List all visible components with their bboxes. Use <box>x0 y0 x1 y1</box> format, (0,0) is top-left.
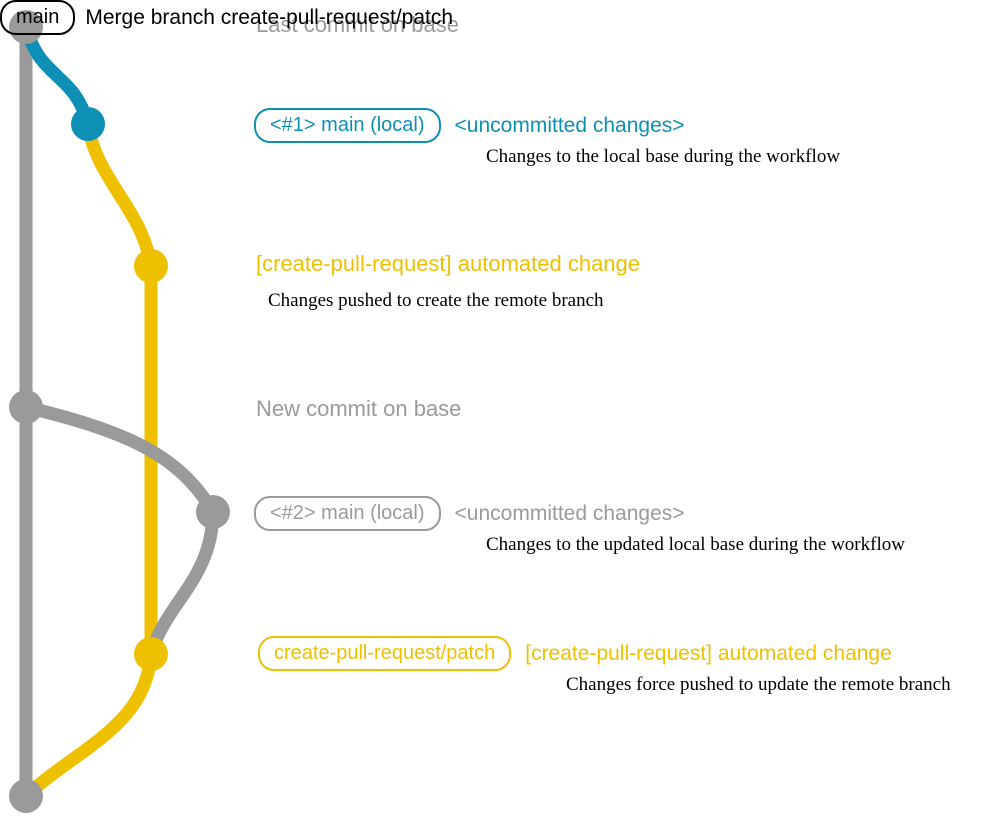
edge-base-to-local1 <box>19 20 95 131</box>
edge-basenew-to-local2 <box>19 400 220 519</box>
commit-graph-canvas <box>9 10 230 813</box>
commit-row-local-2: <#2> main (local) <uncommitted changes> <box>254 496 685 531</box>
commit-node-merge[interactable] <box>9 779 43 813</box>
ref-badge-main-local-1[interactable]: <#1> main (local) <box>254 108 441 143</box>
commit-row-last-commit-on-base: Last commit on base <box>256 12 459 37</box>
commit-description-local-1: Changes to the local base during the wor… <box>486 146 841 167</box>
ref-badge-create-pull-request-patch[interactable]: create-pull-request/patch <box>258 636 512 671</box>
commit-row-new-commit-on-base: New commit on base <box>256 396 462 421</box>
commit-subject: [create-pull-request] automated change <box>256 251 641 276</box>
commit-description-local-2: Changes to the updated local base during… <box>486 534 905 555</box>
commit-row-merge: main Merge branch create-pull-request/pa… <box>0 0 453 35</box>
commit-subject: New commit on base <box>256 396 462 421</box>
ref-badge-main[interactable]: main <box>0 0 76 35</box>
commit-row-automated-2: create-pull-request/patch [create-pull-r… <box>258 636 892 671</box>
commit-node-local-2[interactable] <box>196 495 230 529</box>
commit-row-local-1: <#1> main (local) <uncommitted changes> <box>254 108 685 143</box>
edge-local2-to-automated2 <box>144 505 220 661</box>
commit-node-automated-2[interactable] <box>134 637 168 671</box>
edge-automated2-to-merge <box>19 647 158 803</box>
commit-subject: Last commit on base <box>256 12 459 37</box>
commit-subject: <uncommitted changes> <box>454 501 685 525</box>
commit-node-base-new[interactable] <box>9 390 43 424</box>
commit-row-automated-1: [create-pull-request] automated change <box>256 251 641 276</box>
commit-subject: Merge branch create-pull-request/patch <box>85 5 454 29</box>
ref-badge-main-local-2[interactable]: <#2> main (local) <box>254 496 441 531</box>
commit-subject: <uncommitted changes> <box>454 113 685 137</box>
commit-node-base-top[interactable] <box>9 10 43 44</box>
commit-node-local-1[interactable] <box>71 107 105 141</box>
edge-local1-to-automated1 <box>81 117 158 273</box>
commit-node-automated-1[interactable] <box>134 249 168 283</box>
commit-description-automated-1: Changes pushed to create the remote bran… <box>268 290 604 311</box>
commit-description-automated-2: Changes force pushed to update the remot… <box>566 674 951 695</box>
commit-subject: [create-pull-request] automated change <box>525 641 892 665</box>
